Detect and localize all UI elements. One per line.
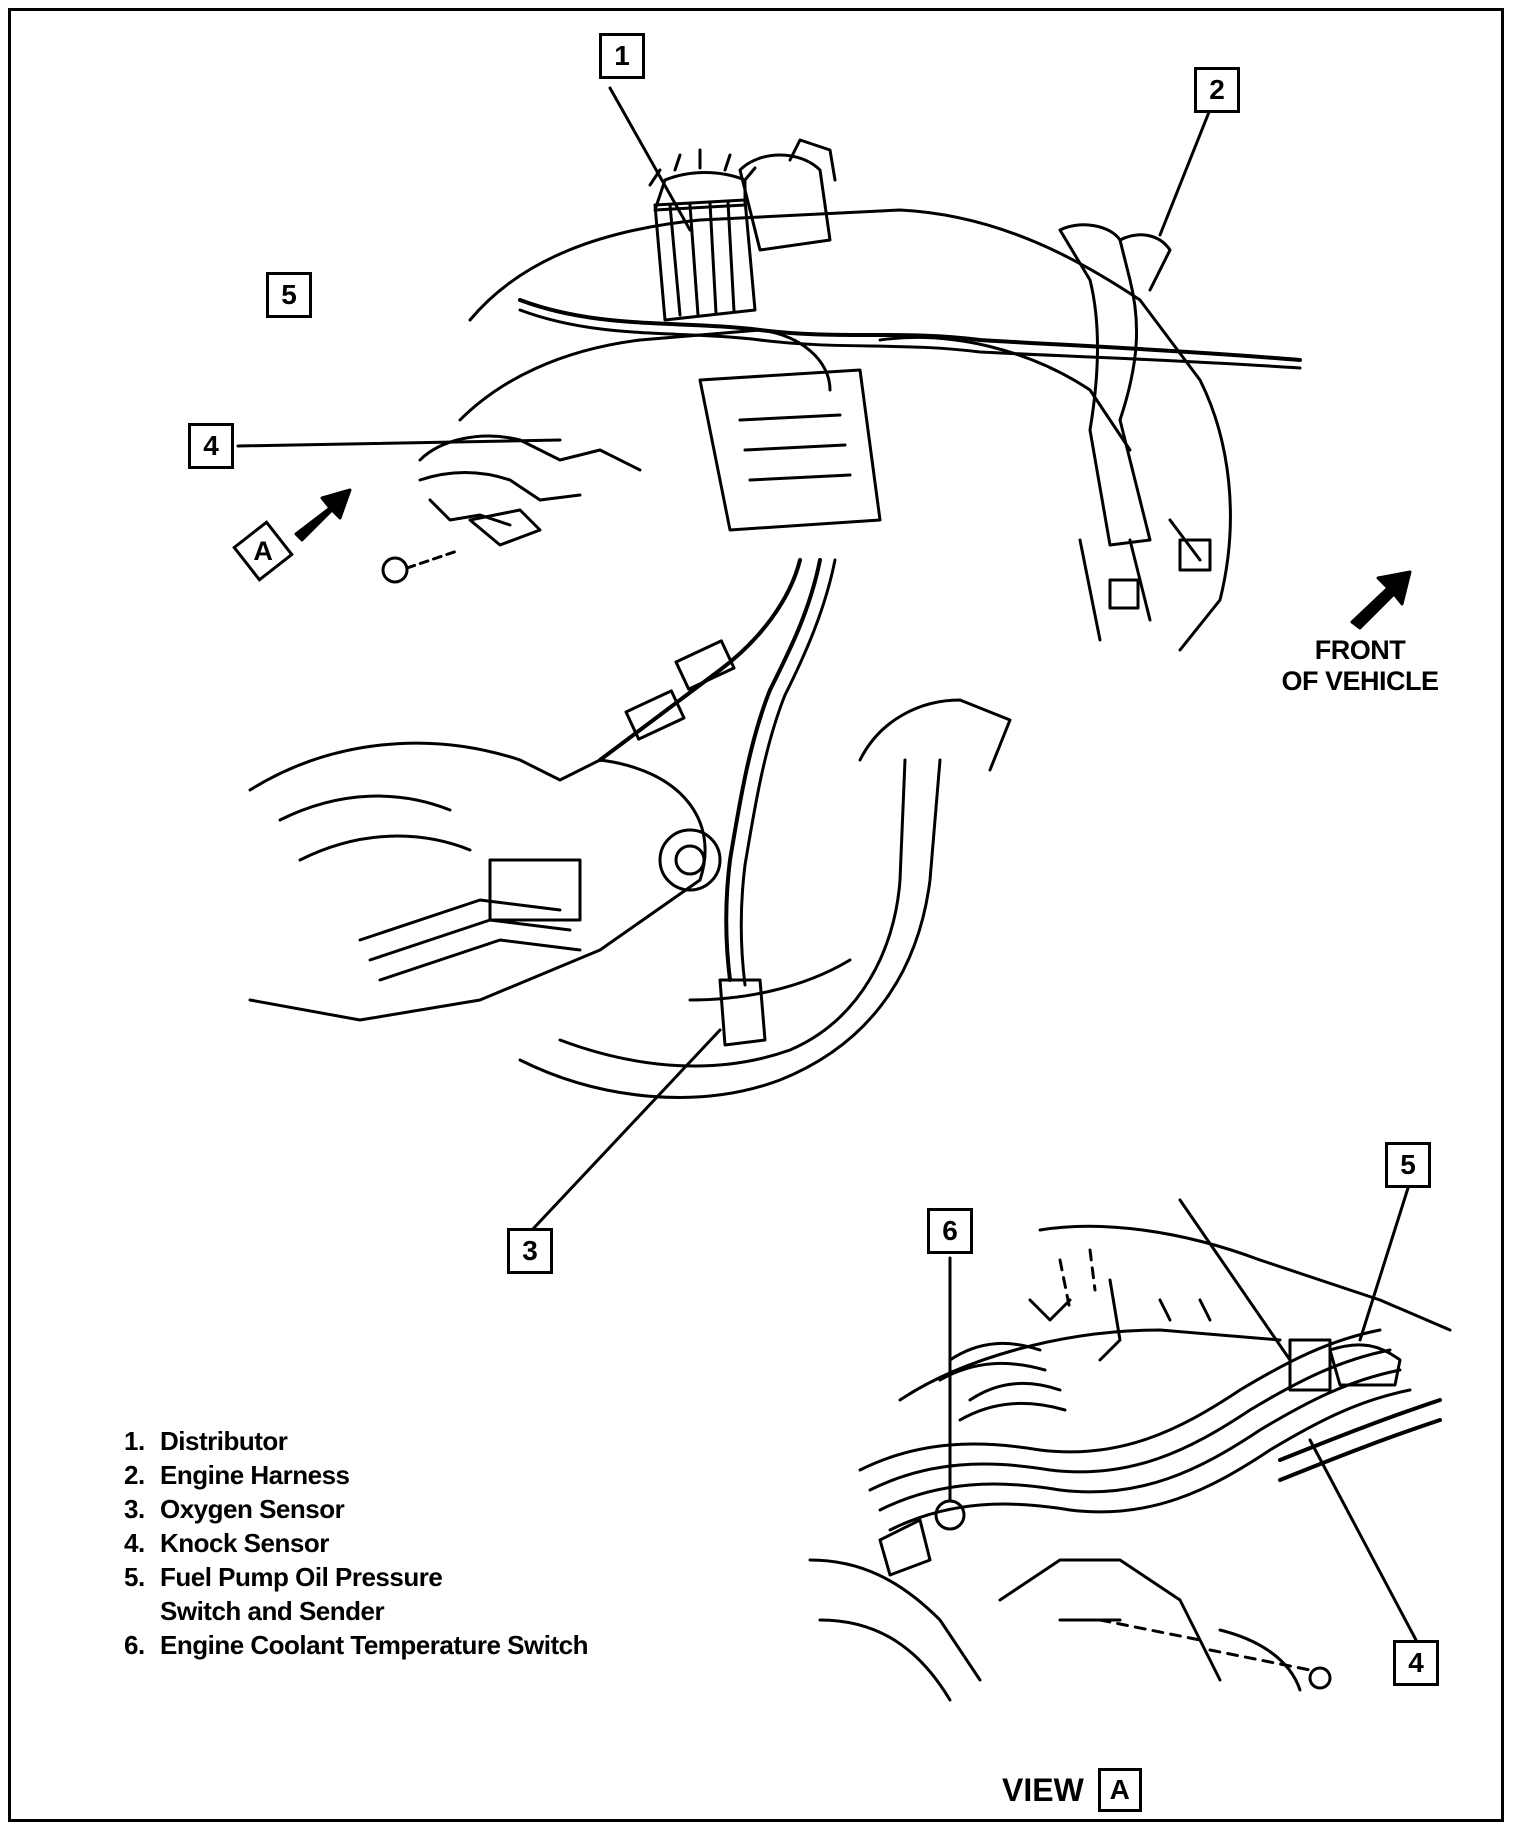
leader-4 [236, 438, 562, 448]
valve-cover-left [458, 328, 832, 422]
legend-item: 1.Distributor [124, 1426, 288, 1456]
callout-distributor: 1 [599, 33, 645, 79]
callout-engine-harness: 2 [1194, 67, 1240, 113]
legend: 1.Distributor 2.Engine Harness 3.Oxygen … [124, 1424, 744, 1662]
leader-3 [530, 1028, 722, 1232]
engine-harness-main [518, 298, 1302, 362]
distributor-shape [648, 148, 757, 322]
callout-knock-sensor: 4 [188, 423, 234, 469]
engine-block-outline [468, 208, 1232, 652]
leader-2 [1158, 100, 1215, 237]
front-arrow [1350, 570, 1412, 630]
intake-manifold [698, 368, 882, 532]
view-letter-box: A [1097, 1768, 1142, 1812]
diagram-frame [8, 8, 1504, 1822]
view-a-caption: VIEW A [1002, 1768, 1142, 1812]
legend-item: Switch and Sender [160, 1596, 385, 1626]
view-a-arrow [294, 488, 352, 542]
inset-view-a [808, 1186, 1452, 1702]
harness-hose [1058, 223, 1152, 547]
exhaust-pipe [518, 758, 942, 1099]
legend-item: 5.Fuel Pump Oil Pressure [124, 1562, 443, 1592]
leader-inset-5 [1358, 1186, 1410, 1342]
inset-callout-5: 5 [1385, 1142, 1431, 1188]
front-of-vehicle-label: FRONT OF VEHICLE [1255, 635, 1465, 697]
leader-1 [608, 86, 692, 232]
harness-down [598, 558, 802, 762]
inset-callout-4: 4 [1393, 1640, 1439, 1686]
legend-item: 2.Engine Harness [124, 1460, 350, 1490]
legend-item: 4.Knock Sensor [124, 1528, 329, 1558]
callout-fuel-pump-switch: 5 [266, 272, 312, 318]
callout-oxygen-sensor: 3 [507, 1228, 553, 1274]
transmission-outline [248, 741, 707, 1022]
leader-inset-4 [1308, 1438, 1418, 1642]
exhaust-manifold-left [418, 434, 642, 472]
front-label-line2: OF VEHICLE [1281, 666, 1439, 696]
view-word: VIEW [1002, 1771, 1084, 1808]
legend-item: 3.Oxygen Sensor [124, 1494, 345, 1524]
inset-callout-6: 6 [927, 1208, 973, 1254]
legend-item: 6.Engine Coolant Temperature Switch [124, 1630, 588, 1660]
front-label-line1: FRONT [1314, 635, 1406, 665]
valve-cover-right [878, 335, 1132, 452]
